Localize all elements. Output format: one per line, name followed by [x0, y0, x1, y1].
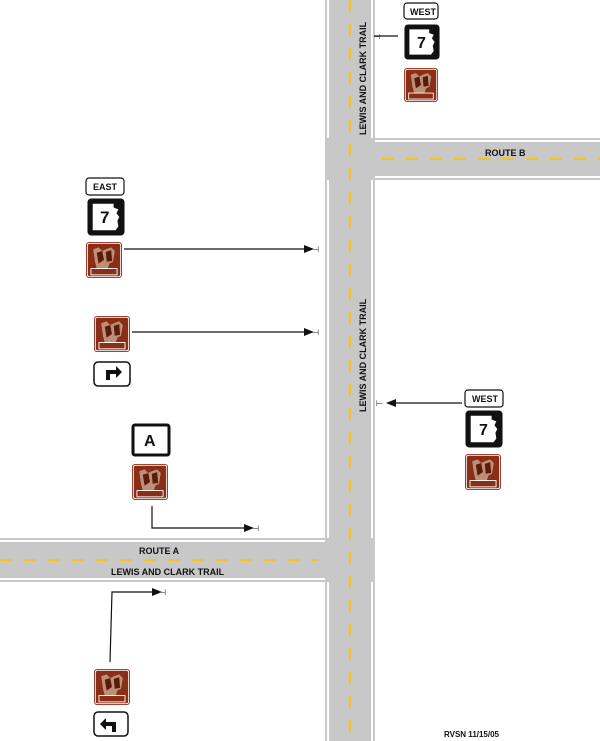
svg-text:⊣: ⊣: [312, 245, 319, 254]
west-label: WEST: [410, 7, 437, 17]
svg-text:⊢: ⊢: [376, 399, 383, 408]
pointer-line: [151, 506, 252, 529]
sign-assembly-route-a: A ⊣: [131, 423, 259, 533]
route-7-number: 7: [100, 208, 109, 227]
west-plate: [464, 389, 504, 408]
trail-sign-icon: [94, 668, 130, 706]
trail-sign-icon: [86, 241, 122, 279]
trail-sign-icon: [132, 463, 168, 501]
east-plate: [85, 177, 125, 196]
sign-assembly-west-mid: WEST 7 ⊢: [376, 389, 504, 491]
route-a-marker: [131, 423, 171, 457]
route-7-number: 7: [479, 422, 488, 439]
trail-sign-icon: [465, 453, 501, 491]
road-label-mid: LEWIS AND CLARK TRAIL: [358, 298, 368, 412]
west-plate: [403, 2, 439, 20]
svg-text:⊣: ⊣: [159, 588, 166, 597]
road-label-route-a-sub: LEWIS AND CLARK TRAIL: [111, 567, 225, 577]
route-a-letter: A: [144, 433, 156, 450]
revision-stamp: RVSN 11/15/05: [444, 730, 500, 739]
pointer-line: [109, 591, 160, 663]
west-label: WEST: [472, 394, 499, 404]
svg-text:⊣: ⊣: [252, 524, 259, 533]
sign-assembly-top-right: WEST 7 ⊣: [374, 2, 440, 103]
route-7-number: 7: [417, 35, 426, 52]
svg-text:⊣: ⊣: [312, 328, 319, 337]
svg-text:⊣: ⊣: [374, 33, 380, 41]
road-label-north: LEWIS AND CLARK TRAIL: [358, 21, 368, 135]
right-turn-arrow-icon: [106, 366, 122, 380]
trail-sign-icon: [94, 315, 130, 353]
sign-assembly-east: EAST 7 ⊣: [85, 177, 319, 279]
left-turn-arrow-icon: [100, 718, 116, 732]
road-label-route-a: ROUTE A: [139, 546, 180, 556]
road-label-route-b: ROUTE B: [485, 148, 526, 158]
trail-sign-icon: [404, 67, 438, 103]
east-label: EAST: [93, 182, 118, 192]
sign-assembly-trail-left: ⊣: [93, 588, 166, 737]
sign-assembly-trail-right: ⊣: [93, 315, 319, 387]
